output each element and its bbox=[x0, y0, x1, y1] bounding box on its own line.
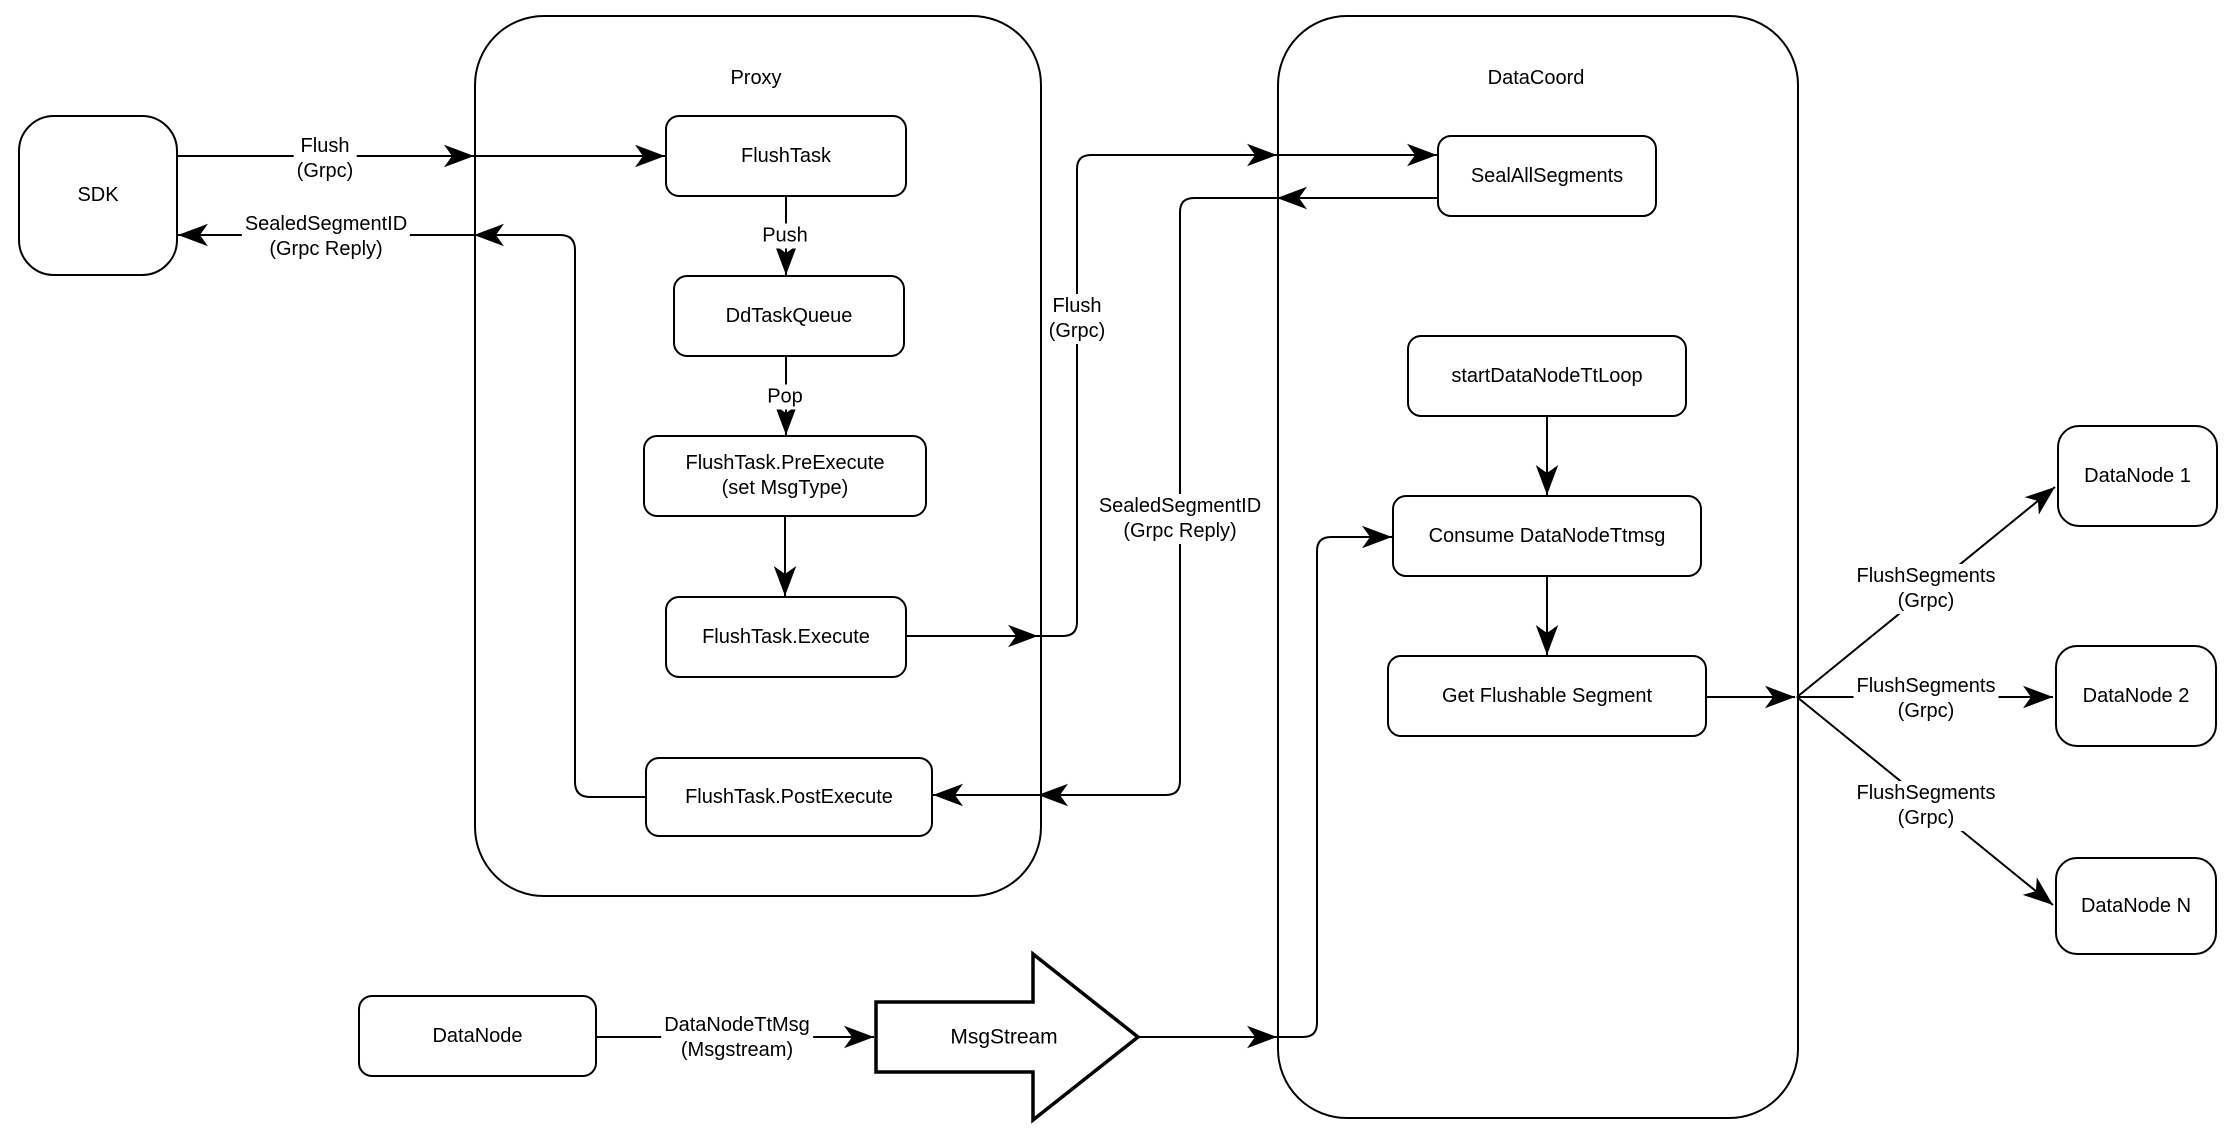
edge-label-flushsegments-1-line1: FlushSegments bbox=[1856, 565, 1996, 587]
edge-label-flush-sdk-line2: (Grpc) bbox=[296, 160, 354, 182]
node-datanode: DataNode bbox=[358, 995, 597, 1077]
node-startdatanodettloop: startDataNodeTtLoop bbox=[1407, 335, 1687, 417]
edge-label-push: Push bbox=[759, 223, 811, 249]
node-sdk-label: SDK bbox=[77, 184, 119, 206]
edge-label-flushsegments-3-line1: FlushSegments bbox=[1856, 782, 1996, 804]
edge-label-datanodettmsg: DataNodeTtMsg (Msgstream) bbox=[661, 1013, 813, 1063]
edge-label-pop: Pop bbox=[764, 384, 806, 410]
datacoord-container bbox=[1277, 15, 1799, 1119]
edge-label-sealed-mid: SealedSegmentID (Grpc Reply) bbox=[1095, 494, 1265, 544]
edge-label-sealed-mid-line2: (Grpc Reply) bbox=[1123, 520, 1237, 542]
msgstream-arrow-shape bbox=[874, 950, 1141, 1124]
edge-label-flushsegments-3-line2: (Grpc) bbox=[1897, 807, 1955, 829]
datacoord-title: DataCoord bbox=[1487, 67, 1585, 89]
node-consumedatanodettmsg: Consume DataNodeTtmsg bbox=[1392, 495, 1702, 577]
node-execute: FlushTask.Execute bbox=[665, 596, 907, 678]
edge-label-flushsegments-2: FlushSegments (Grpc) bbox=[1853, 674, 1999, 724]
node-datanode1: DataNode 1 bbox=[2057, 425, 2218, 527]
node-execute-label: FlushTask.Execute bbox=[702, 625, 870, 648]
edge-label-sealed-sdk-line1: SealedSegmentID bbox=[244, 213, 408, 235]
edge-label-flushsegments-1-line2: (Grpc) bbox=[1897, 590, 1955, 612]
node-preexecute-label-line1: FlushTask.PreExecute bbox=[685, 452, 885, 474]
node-datanoden: DataNode N bbox=[2055, 857, 2217, 955]
edge-label-sealed-sdk: SealedSegmentID (Grpc Reply) bbox=[241, 212, 411, 262]
node-sealallsegments-label: SealAllSegments bbox=[1470, 164, 1624, 187]
edge-coordedge-to-consume bbox=[1277, 525, 1392, 1038]
edge-label-flushsegments-1: FlushSegments (Grpc) bbox=[1853, 564, 1999, 614]
node-ddtaskqueue: DdTaskQueue bbox=[673, 275, 905, 357]
proxy-title: Proxy bbox=[730, 67, 782, 89]
node-postexecute-label: FlushTask.PostExecute bbox=[685, 785, 893, 808]
edge-label-sealed-sdk-line2: (Grpc Reply) bbox=[269, 238, 383, 260]
node-preexecute: FlushTask.PreExecute (set MsgType) bbox=[643, 435, 927, 517]
edge-label-flush-sdk-line1: Flush bbox=[300, 135, 350, 157]
edge-label-flush-mid-line2: (Grpc) bbox=[1048, 320, 1106, 342]
node-postexecute: FlushTask.PostExecute bbox=[645, 757, 933, 837]
edge-label-sealed-mid-line1: SealedSegmentID bbox=[1098, 495, 1262, 517]
msgstream-label: MsgStream bbox=[950, 1025, 1058, 1049]
node-flushtask-label: FlushTask bbox=[740, 144, 832, 167]
edge-postexecute-to-proxyedge bbox=[474, 223, 645, 798]
node-flushtask: FlushTask bbox=[665, 115, 907, 197]
edge-proxyedge-to-coordedge bbox=[1038, 143, 1277, 637]
node-sdk: SDK bbox=[18, 115, 178, 276]
edge-label-flushsegments-3: FlushSegments (Grpc) bbox=[1853, 781, 1999, 831]
node-getflushablesegment: Get Flushable Segment bbox=[1387, 655, 1707, 737]
node-datanode-label: DataNode bbox=[432, 1024, 523, 1047]
edge-label-datanodettmsg-line1: DataNodeTtMsg bbox=[664, 1014, 810, 1036]
edge-label-datanodettmsg-line2: (Msgstream) bbox=[680, 1039, 794, 1061]
node-getflushablesegment-label: Get Flushable Segment bbox=[1441, 684, 1653, 707]
edge-label-flushsegments-2-line1: FlushSegments bbox=[1856, 675, 1996, 697]
node-datanoden-label: DataNode N bbox=[2080, 894, 2192, 917]
node-datanode1-label: DataNode 1 bbox=[2084, 464, 2191, 487]
node-startdatanodettloop-label: startDataNodeTtLoop bbox=[1451, 364, 1643, 387]
node-datanode2-label: DataNode 2 bbox=[2082, 684, 2190, 707]
edge-label-flush-sdk: Flush (Grpc) bbox=[293, 134, 357, 184]
node-ddtaskqueue-label: DdTaskQueue bbox=[725, 304, 853, 327]
node-sealallsegments: SealAllSegments bbox=[1437, 135, 1657, 217]
edge-label-flushsegments-2-line2: (Grpc) bbox=[1897, 700, 1955, 722]
node-datanode2: DataNode 2 bbox=[2055, 645, 2217, 747]
node-consumedatanodettmsg-label: Consume DataNodeTtmsg bbox=[1428, 524, 1666, 547]
proxy-container bbox=[474, 15, 1042, 897]
edge-label-flush-mid-line1: Flush bbox=[1052, 295, 1102, 317]
node-preexecute-label-line2: (set MsgType) bbox=[721, 477, 849, 499]
edge-label-flush-mid: Flush (Grpc) bbox=[1045, 294, 1109, 344]
